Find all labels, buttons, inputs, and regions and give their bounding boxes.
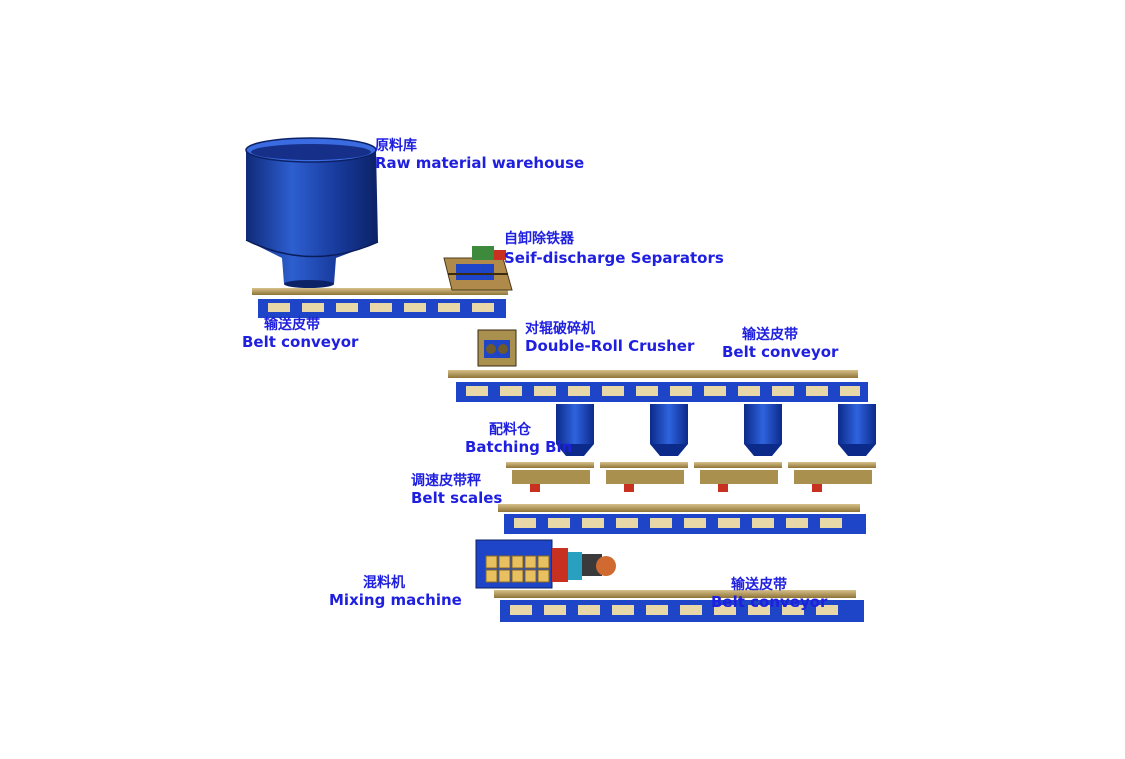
label-zh: 配料仓 [489,422,531,438]
label-belt-conveyor-2: 输送皮带 Belt conveyor [722,328,838,360]
belt-conveyor-1 [252,288,508,318]
belt-scale [788,462,876,492]
belt-scales [506,462,876,492]
label-en: Raw material warehouse [375,154,585,172]
batching-bin [556,404,594,456]
label-en: Mixing machine [329,591,462,609]
batching-bin [650,404,688,456]
label-self-discharge-separators: 自卸除铁器 Seif-discharge Separators [504,232,724,266]
double-roll-crusher [477,329,517,367]
belt-scale [506,462,594,492]
label-belt-conveyor-3: 输送皮带 Belt conveyor [711,578,827,610]
label-mixing-machine: 混料机 Mixing machine [329,576,462,608]
label-zh: 原料库 [375,138,417,154]
label-zh: 输送皮带 [742,327,798,343]
belt-conveyor-3 [494,590,864,622]
batching-bins [556,404,876,456]
label-double-roll-crusher: 对辊破碎机 Double-Roll Crusher [525,322,694,354]
label-en: Belt conveyor [722,343,839,361]
label-en: Batching Bin [465,438,573,456]
label-raw-material-warehouse: 原料库 Raw material warehouse [375,139,584,171]
label-belt-scales: 调速皮带秤 Belt scales [411,474,502,506]
label-zh: 调速皮带秤 [411,473,481,489]
raw-material-hopper [245,137,379,288]
label-en: Seif-discharge Separators [504,249,724,267]
belt-conveyor-2 [448,370,868,402]
batching-bin [744,404,782,456]
mixing-machine [475,539,616,589]
self-discharge-separator [443,246,513,291]
label-zh: 混料机 [363,575,405,591]
label-en: Belt scales [411,489,503,507]
label-zh: 输送皮带 [264,317,320,333]
label-batching-bin: 配料仓 Batching Bin [465,423,572,455]
label-zh: 输送皮带 [731,577,787,593]
batching-bin [838,404,876,456]
label-en: Double-Roll Crusher [525,337,695,355]
belt-scale [694,462,782,492]
belt-scale [600,462,688,492]
belt-conveyor-collector [498,504,866,534]
label-zh: 对辊破碎机 [525,321,595,337]
label-belt-conveyor-1: 输送皮带 Belt conveyor [242,318,358,350]
label-en: Belt conveyor [242,333,359,351]
label-en: Belt conveyor [711,593,828,611]
label-zh: 自卸除铁器 [504,231,574,247]
